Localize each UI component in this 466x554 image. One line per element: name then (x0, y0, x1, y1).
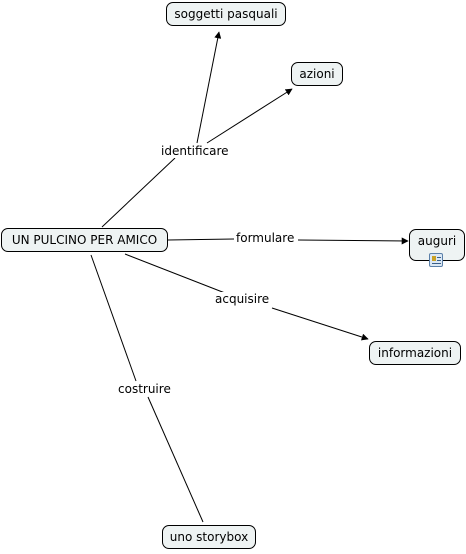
connector-costruire-storybox (147, 396, 204, 523)
link-label-acquisire[interactable]: acquisire (213, 292, 272, 306)
arrow-formulare-auguri (297, 237, 409, 245)
concept-node-un-pulcino-per-amico[interactable]: UN PULCINO PER AMICO (1, 228, 168, 252)
link-label-formulare[interactable]: formulare (234, 231, 297, 245)
connector-main-acquisire (124, 253, 226, 294)
concept-label: uno storybox (169, 530, 249, 544)
connector-main-costruire (90, 254, 137, 382)
connector-main-formulare (167, 238, 235, 241)
arrow-acquisire-informazioni (271, 307, 369, 341)
link-label-costruire[interactable]: costruire (116, 382, 173, 396)
link-label-identificare[interactable]: identificare (159, 144, 231, 158)
concept-label: auguri (417, 234, 457, 248)
attached-resource-icon[interactable] (429, 253, 443, 267)
concept-node-soggetti-pasquali[interactable]: soggetti pasquali (166, 2, 286, 26)
arrow-identificare-soggetti (196, 31, 222, 144)
concept-node-uno-storybox[interactable]: uno storybox (162, 525, 256, 549)
concept-label: azioni (299, 67, 335, 81)
connector-main-identificare (101, 157, 176, 228)
concept-node-informazioni[interactable]: informazioni (369, 341, 461, 365)
arrow-identificare-azioni (206, 88, 293, 144)
concept-label: soggetti pasquali (174, 7, 278, 21)
concept-label: informazioni (377, 346, 453, 360)
concept-label: UN PULCINO PER AMICO (11, 233, 158, 247)
concept-node-azioni[interactable]: azioni (291, 62, 343, 86)
